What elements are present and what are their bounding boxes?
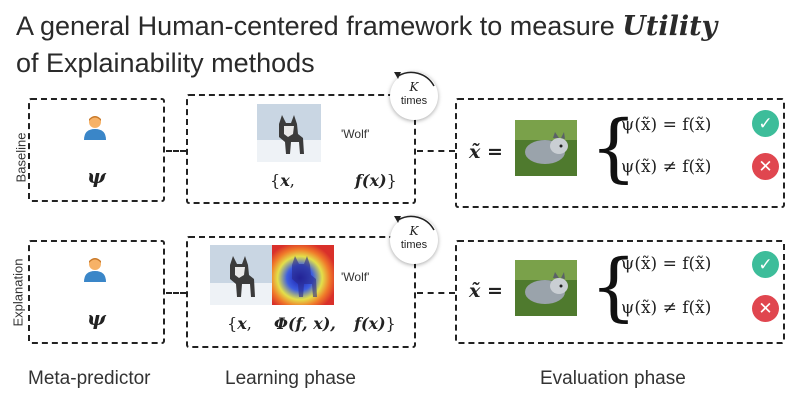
eq-incorrect-baseline: ψ(x̃) ≠ f(x̃) [621,157,712,177]
person-icon [82,114,108,145]
cycle-arrow-icon [394,71,435,87]
learning-phase-box-explanation [186,236,416,348]
math-phi: Φ(f, x), [274,314,336,333]
saliency-heatmap-image [272,245,334,310]
brace-open: { [227,314,238,333]
k-symbol: K [409,80,419,94]
husky-image [515,260,577,321]
wolf-label-explanation: 'Wolf' [341,270,370,284]
brace-close: } [386,171,397,190]
learning-phase-box-baseline [186,94,416,204]
math-x: x [280,171,290,190]
brace-close: } [385,314,396,333]
connector-learning-eval-explanation [417,292,455,294]
x-tilde-explanation: x̃ = [469,280,503,302]
brace-open: { [270,171,281,190]
check-icon: ✓ [752,110,779,137]
cross-icon: ✕ [752,295,779,322]
x-tilde-baseline: x̃ = [469,141,503,163]
comma: , [246,314,252,333]
brace-icon: { [590,244,638,330]
eq-correct-explanation: ψ(x̃) = f(x̃) [621,254,712,274]
label-meta-predictor: Meta-predictor [28,368,151,389]
k-symbol: K [409,224,419,238]
times-label: times [400,239,428,251]
learning-set-explanation: {x, Φ(f, x), f(x)} [227,314,396,333]
connector-meta-learning-explanation [166,292,186,294]
eq-correct-baseline: ψ(x̃) = f(x̃) [621,115,712,135]
title-line2: of Explainability methods [16,48,315,78]
diagram-title: A general Human-centered framework to me… [16,8,786,81]
cycle-arrow-icon [394,215,435,231]
eq-incorrect-explanation: ψ(x̃) ≠ f(x̃) [621,298,712,318]
learning-set-baseline: {x, f(x)} [270,171,397,190]
wolf-label-baseline: 'Wolf' [341,127,370,141]
brace-icon: { [590,105,638,191]
wolf-image [257,104,321,167]
connector-meta-learning-baseline [166,150,186,152]
wolf-image [210,245,272,310]
math-x: x [237,314,247,333]
evaluation-box-explanation [455,240,785,344]
comma: , [289,171,295,190]
cross-icon: ✕ [752,153,779,180]
title-utility-emphasis: Utility [622,11,718,42]
connector-learning-eval-baseline [417,150,455,152]
meta-predictor-psi: ψ [87,306,106,330]
math-fx: f(x) [355,171,387,190]
title-line1-prefix: A general Human-centered framework to me… [16,11,623,41]
label-evaluation-phase: Evaluation phase [540,368,686,389]
check-icon: ✓ [752,251,779,278]
husky-image [515,120,577,181]
meta-predictor-box-baseline [28,98,165,202]
label-learning-phase: Learning phase [225,368,356,389]
math-fx: f(x) [354,314,386,333]
meta-predictor-psi: ψ [87,164,106,188]
row-label-explanation: Explanation [10,258,26,327]
meta-predictor-box-explanation [28,240,165,344]
evaluation-box-baseline [455,98,785,208]
person-icon [82,256,108,287]
times-label: times [400,95,428,107]
row-label-baseline: Baseline [13,132,29,183]
